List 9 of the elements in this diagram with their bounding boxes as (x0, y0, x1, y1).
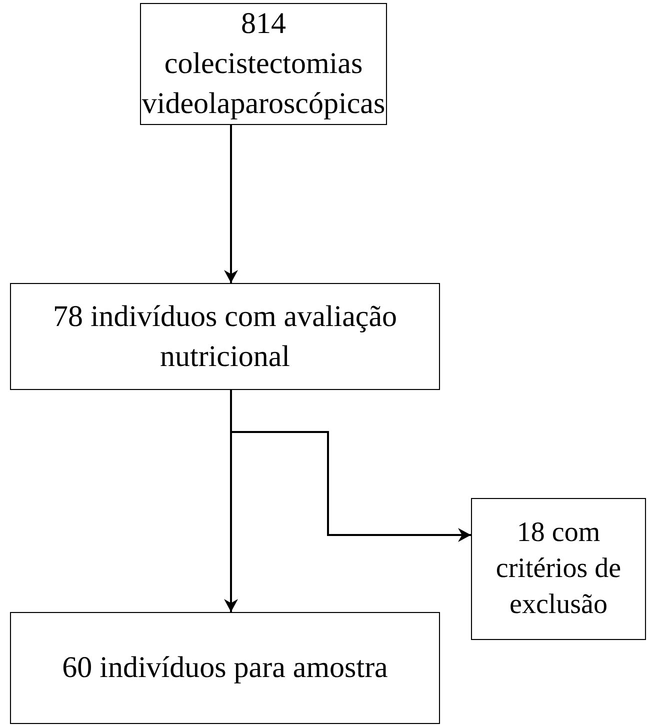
process-box (10, 283, 440, 390)
box-text: 60 indivíduos para amostra (62, 650, 388, 686)
box-text: 78 indivíduos com avaliação nutricional (52, 298, 398, 374)
box-text: 814 colecistectomias videolaparoscópicas (142, 6, 386, 122)
arrow (224, 390, 238, 612)
arrow (224, 125, 238, 283)
process-box (10, 612, 440, 724)
box-text: 18 com critérios de exclusão (494, 516, 622, 622)
process-box (471, 498, 646, 640)
